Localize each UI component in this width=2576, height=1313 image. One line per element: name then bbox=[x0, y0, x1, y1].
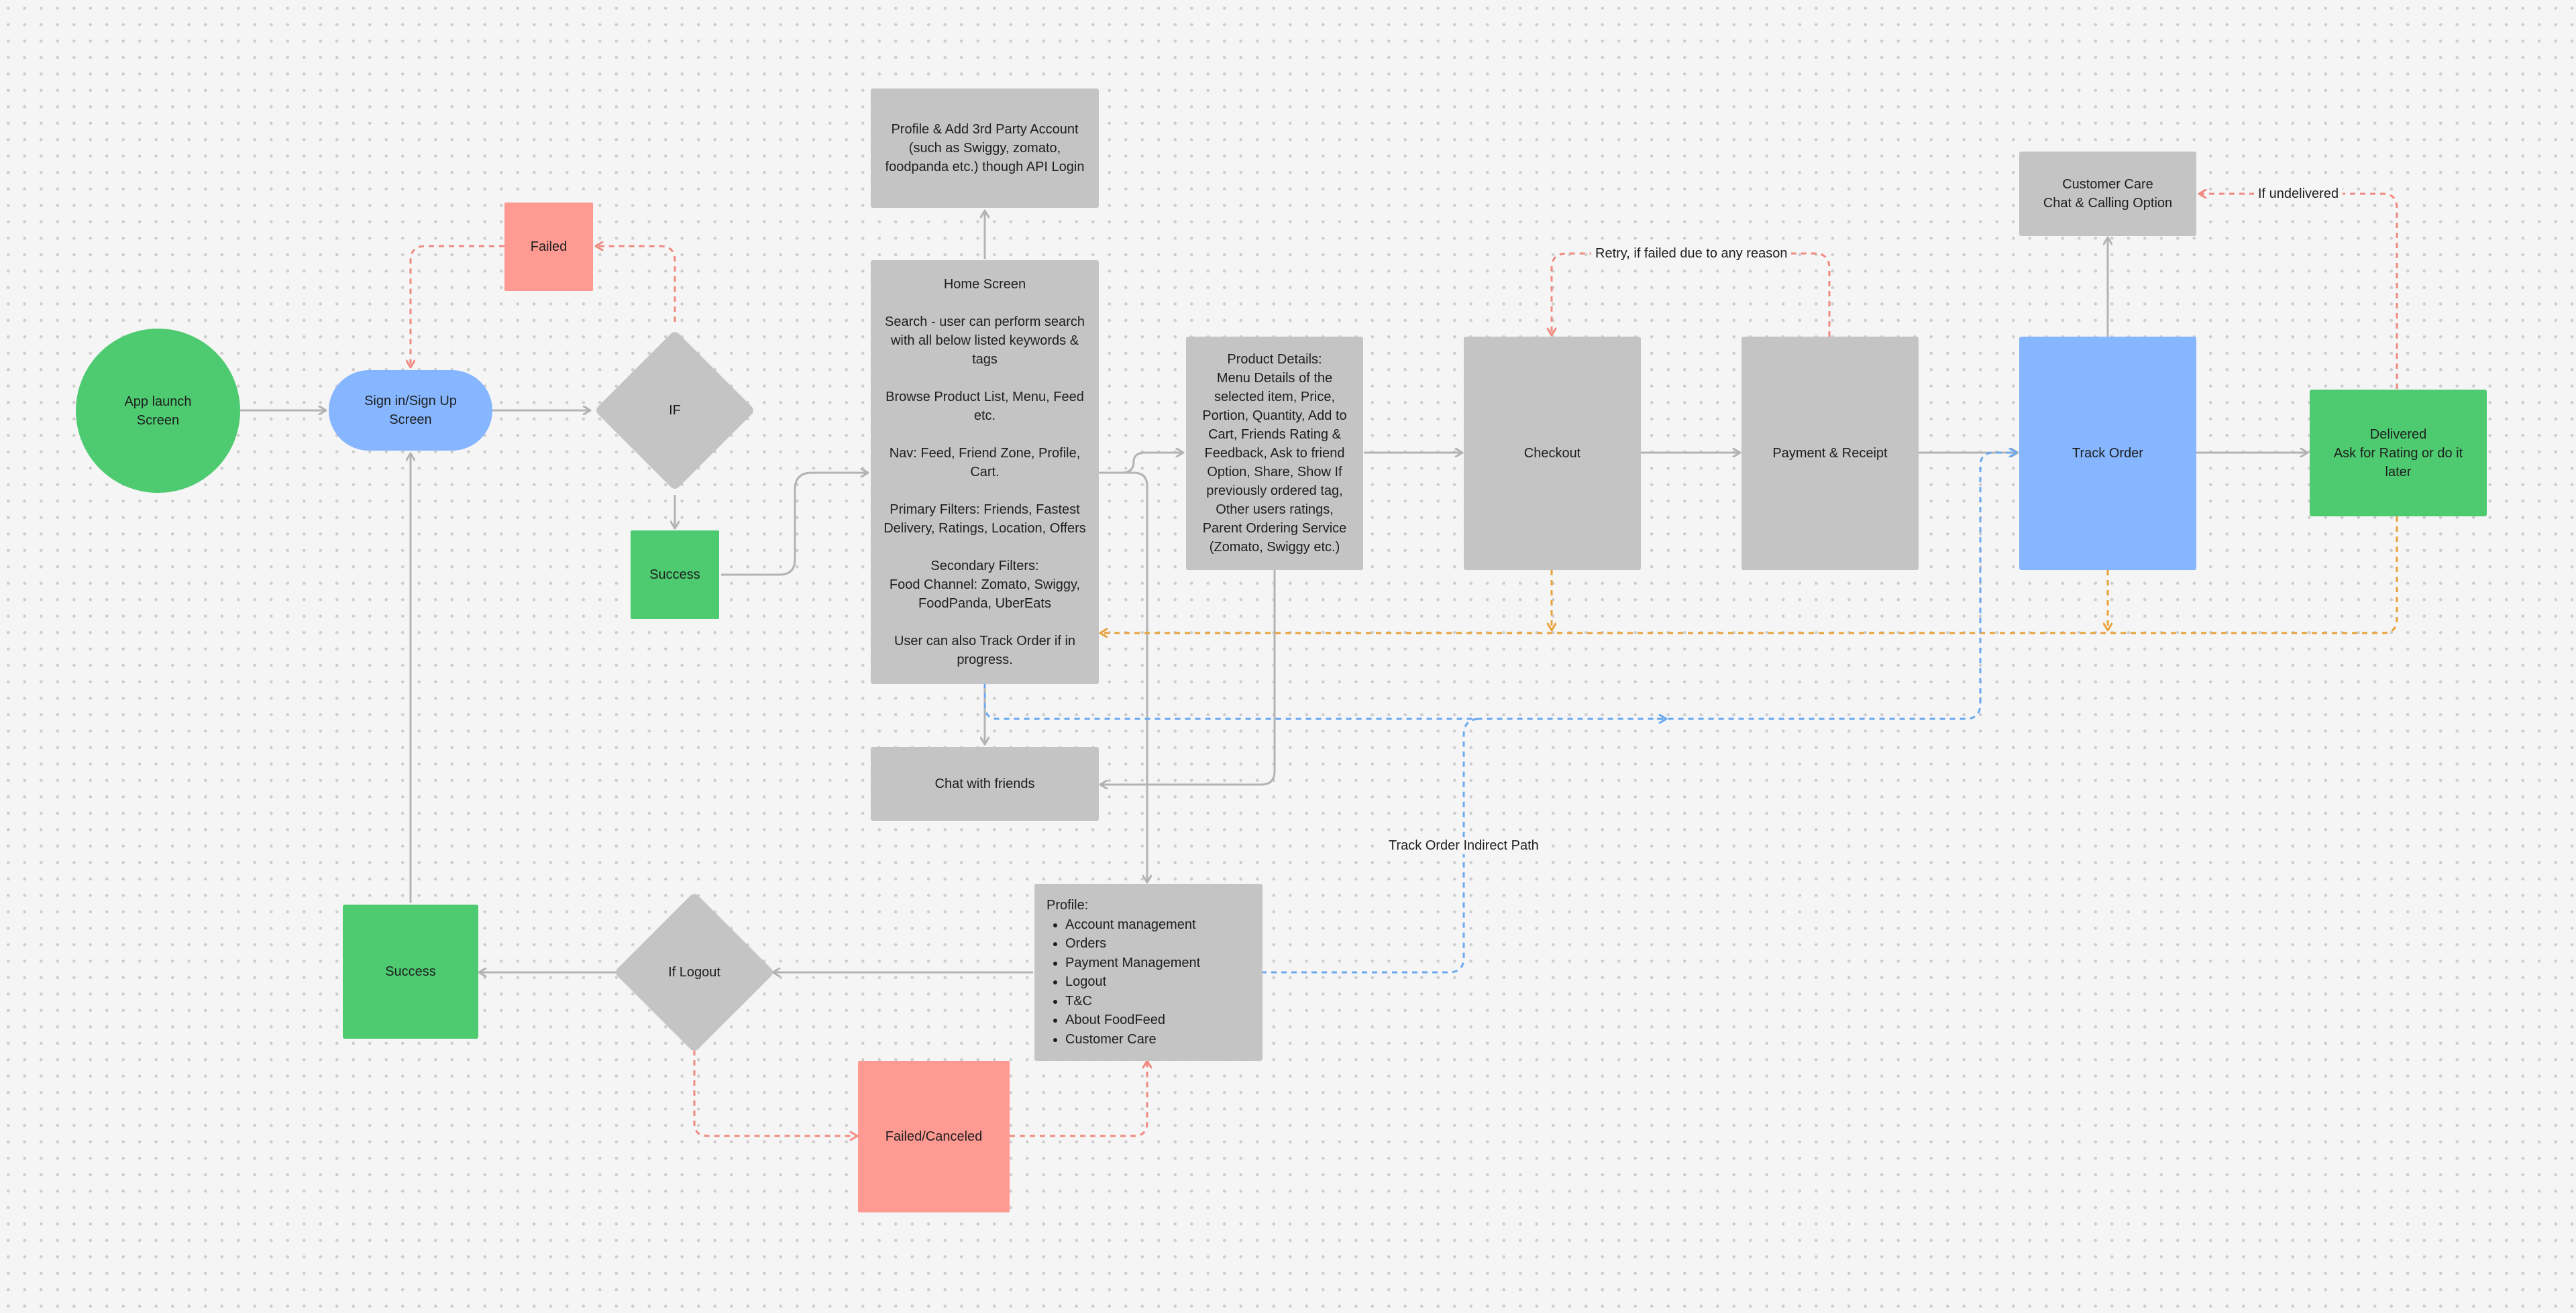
home-screen-label: Home Screen Search - user can perform se… bbox=[883, 277, 1086, 667]
edge-product-to-chat bbox=[1100, 570, 1276, 785]
profile-item-account: Account management bbox=[1065, 915, 1250, 935]
edge-failed-to-signin bbox=[411, 245, 504, 367]
edge-iflogout-to-failedcanceled bbox=[693, 1050, 857, 1136]
success-top-node[interactable]: Success bbox=[631, 530, 719, 619]
profile-item-orders: Orders bbox=[1065, 934, 1250, 954]
success-bottom-label: Success bbox=[385, 964, 436, 979]
track-order-node[interactable]: Track Order bbox=[2019, 337, 2196, 570]
edge-failedcanceled-to-profile bbox=[1010, 1061, 1147, 1137]
payment-node[interactable]: Payment & Receipt bbox=[1741, 337, 1919, 570]
chat-friends-node[interactable]: Chat with friends bbox=[871, 747, 1099, 821]
profile-3rd-party-label: Profile & Add 3rd Party Account (such as… bbox=[885, 122, 1085, 174]
sign-in-label: Sign in/Sign Up Screen bbox=[364, 394, 457, 427]
profile-menu-list: Account management Orders Payment Manage… bbox=[1046, 915, 1250, 1049]
profile-item-logout: Logout bbox=[1065, 972, 1250, 992]
product-details-node[interactable]: Product Details: Menu Details of the sel… bbox=[1186, 337, 1363, 570]
failed-canceled-label: Failed/Canceled bbox=[885, 1129, 983, 1144]
edge-label-if-undelivered: If undelivered bbox=[2254, 185, 2343, 203]
failed-node[interactable]: Failed bbox=[504, 203, 593, 291]
success-top-label: Success bbox=[649, 567, 700, 582]
failed-canceled-node[interactable]: Failed/Canceled bbox=[858, 1061, 1010, 1212]
delivered-label: Delivered Ask for Rating or do it later bbox=[2333, 426, 2463, 479]
success-bottom-node[interactable]: Success bbox=[343, 905, 478, 1039]
edge-home-to-product bbox=[1097, 453, 1183, 474]
payment-label: Payment & Receipt bbox=[1772, 446, 1888, 461]
customer-care-label: Customer Care Chat & Calling Option bbox=[2043, 177, 2173, 211]
app-launch-label: App launch Screen bbox=[124, 394, 192, 428]
profile-item-care: Customer Care bbox=[1065, 1030, 1250, 1049]
if-decision-node[interactable]: IF bbox=[592, 327, 758, 494]
profile-item-about: About FoodFeed bbox=[1065, 1011, 1250, 1030]
profile-node[interactable]: Profile: Account management Orders Payme… bbox=[1034, 884, 1263, 1061]
profile-item-tnc: T&C bbox=[1065, 992, 1250, 1011]
home-screen-node[interactable]: Home Screen Search - user can perform se… bbox=[871, 260, 1099, 684]
checkout-node[interactable]: Checkout bbox=[1464, 337, 1641, 570]
edge-label-track-indirect: Track Order Indirect Path bbox=[1385, 837, 1543, 854]
track-order-label: Track Order bbox=[2072, 446, 2143, 461]
sign-in-node[interactable]: Sign in/Sign Up Screen bbox=[329, 370, 492, 451]
app-launch-node[interactable]: App launch Screen bbox=[76, 329, 240, 493]
product-details-label: Product Details: Menu Details of the sel… bbox=[1202, 352, 1347, 555]
chat-friends-label: Chat with friends bbox=[934, 777, 1035, 791]
if-logout-label: If Logout bbox=[668, 964, 720, 980]
edge-label-retry: Retry, if failed due to any reason bbox=[1591, 245, 1792, 262]
customer-care-node[interactable]: Customer Care Chat & Calling Option bbox=[2019, 152, 2196, 236]
profile-title: Profile: bbox=[1046, 898, 1089, 913]
edge-home-to-profile bbox=[1097, 471, 1147, 882]
edge-delivered-to-care bbox=[2199, 194, 2398, 389]
if-logout-node[interactable]: If Logout bbox=[611, 889, 777, 1055]
edge-payment-retry-checkout bbox=[1552, 252, 1831, 337]
edge-if-to-failed bbox=[596, 246, 676, 322]
profile-3rd-party-node[interactable]: Profile & Add 3rd Party Account (such as… bbox=[871, 89, 1099, 208]
failed-label: Failed bbox=[530, 239, 568, 254]
profile-item-payment: Payment Management bbox=[1065, 954, 1250, 973]
delivered-node[interactable]: Delivered Ask for Rating or do it later bbox=[2310, 390, 2487, 516]
checkout-label: Checkout bbox=[1523, 446, 1581, 461]
if-decision-label: IF bbox=[669, 402, 681, 418]
